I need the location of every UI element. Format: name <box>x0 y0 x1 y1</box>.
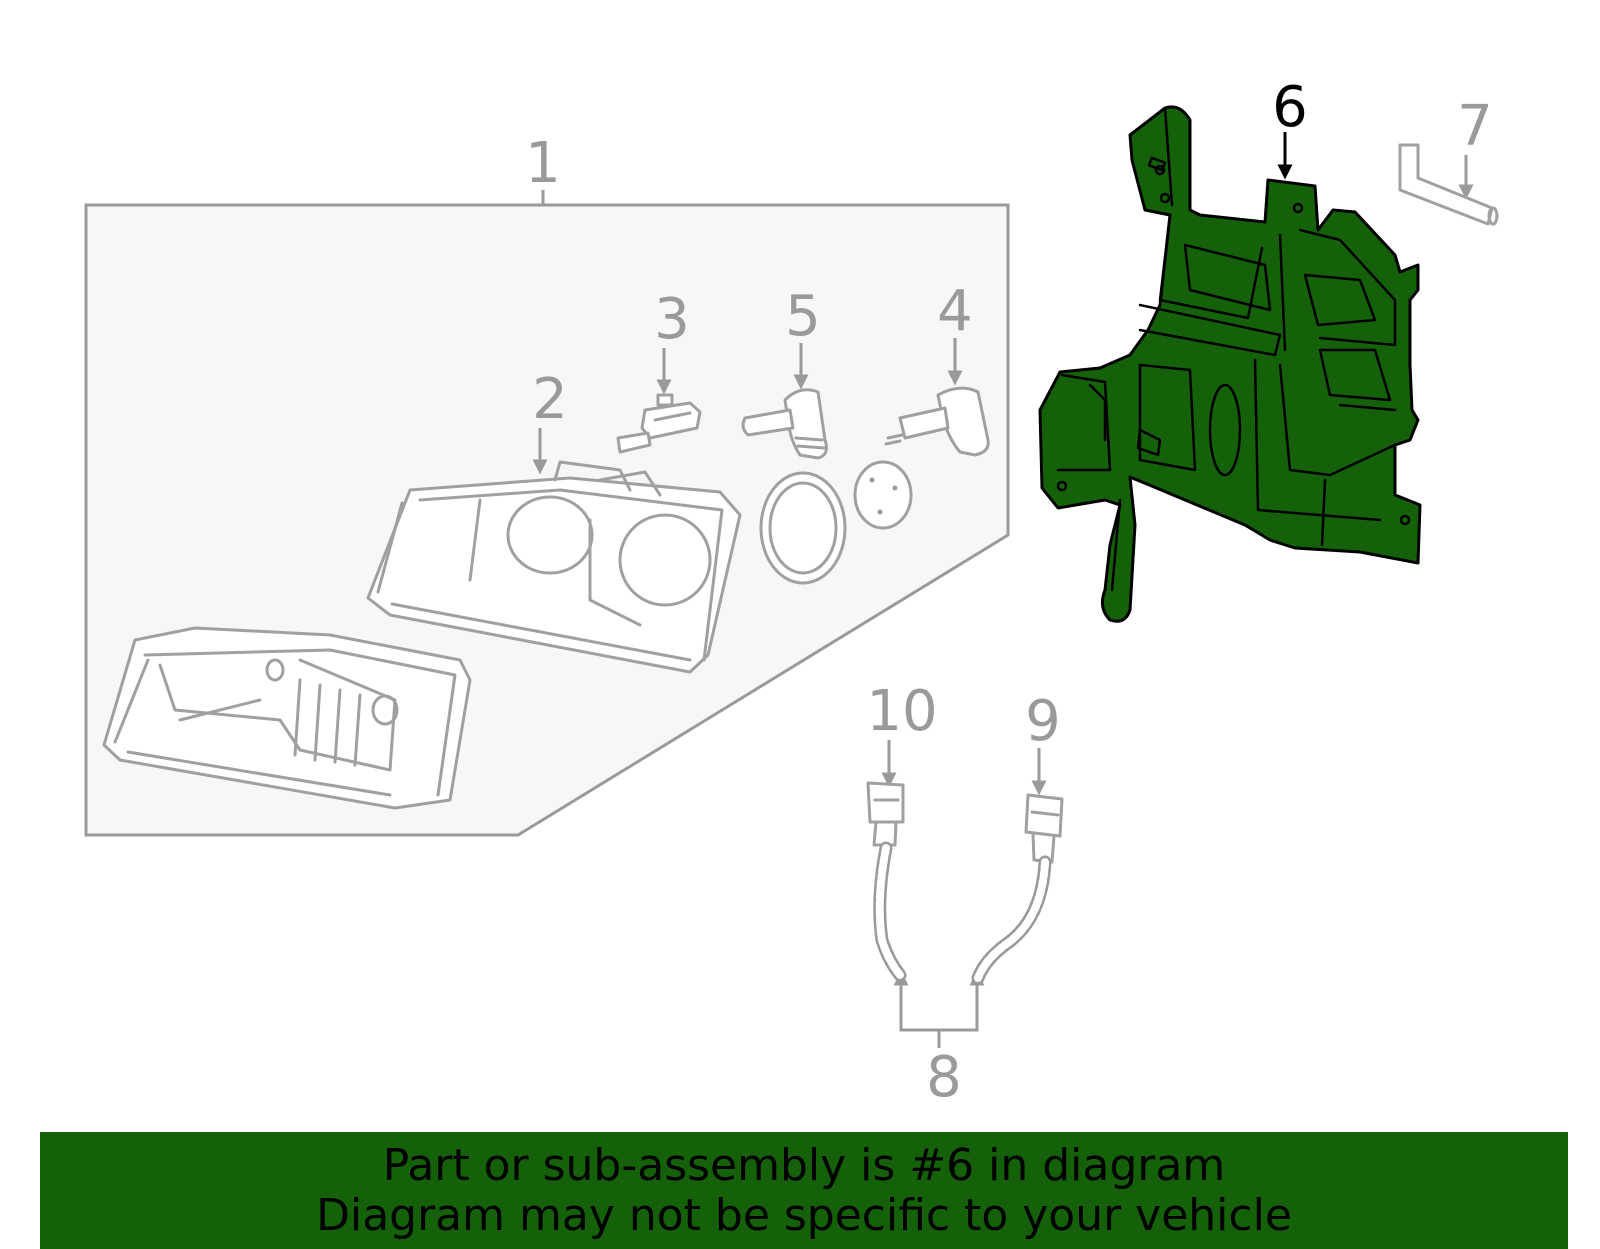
footer-banner: Part or sub-assembly is #6 in diagram Di… <box>40 1132 1568 1249</box>
headlamp-housing[interactable] <box>366 460 742 674</box>
leader-8 <box>899 985 979 1032</box>
footer-line-2: Diagram may not be specific to your vehi… <box>316 1189 1292 1241</box>
socket-bulb-3[interactable] <box>616 393 702 454</box>
callout-9[interactable]: 9 <box>1025 689 1061 754</box>
dust-cap[interactable] <box>853 460 913 530</box>
callout-5[interactable]: 5 <box>785 284 821 349</box>
wiring-harness-9[interactable] <box>971 793 1064 985</box>
pin-rod-7[interactable] <box>1398 143 1499 226</box>
headlamp-lens-assembly[interactable] <box>102 626 472 810</box>
callout-1[interactable]: 1 <box>525 131 561 196</box>
callout-4[interactable]: 4 <box>937 279 973 344</box>
wiring-harness-10[interactable] <box>866 781 907 982</box>
bulb-4[interactable] <box>884 386 990 457</box>
callout-6[interactable]: 6 <box>1272 75 1308 140</box>
callout-10[interactable]: 10 <box>866 679 937 744</box>
callout-7[interactable]: 7 <box>1457 94 1493 159</box>
callout-8[interactable]: 8 <box>926 1045 962 1110</box>
seal-ring[interactable] <box>759 471 847 585</box>
footer-line-1: Part or sub-assembly is #6 in diagram <box>382 1139 1226 1191</box>
callout-2[interactable]: 2 <box>532 367 568 432</box>
bulb-5[interactable] <box>741 388 828 460</box>
callout-3[interactable]: 3 <box>654 287 690 352</box>
mounting-bracket-6[interactable] <box>1038 105 1422 623</box>
